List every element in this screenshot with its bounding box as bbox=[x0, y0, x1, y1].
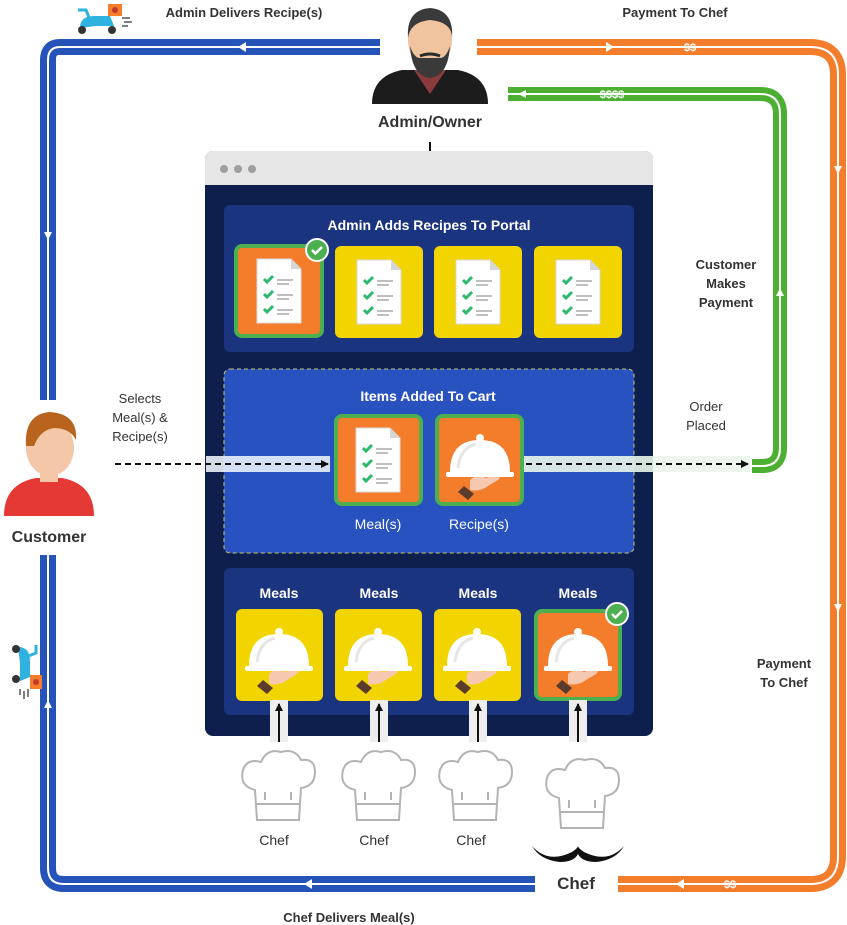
admin-label: Admin/Owner bbox=[378, 114, 482, 131]
svg-text:To Chef: To Chef bbox=[760, 675, 808, 690]
selects-label: Selects Meal(s) & Recipe(s) bbox=[112, 391, 168, 444]
cart-panel-title: Items Added To Cart bbox=[360, 388, 496, 404]
meals-title: Meals bbox=[459, 585, 498, 601]
mustache-icon bbox=[532, 846, 624, 862]
recipe-card[interactable] bbox=[335, 246, 423, 338]
meal-card[interactable] bbox=[236, 609, 323, 701]
cart-item-recipe[interactable] bbox=[435, 414, 524, 506]
payment-to-chef-top-label: Payment To Chef bbox=[622, 5, 728, 20]
recipe-card[interactable] bbox=[434, 246, 522, 338]
chef-label: Chef bbox=[456, 832, 486, 848]
svg-text:Selects: Selects bbox=[119, 391, 162, 406]
svg-text:Order: Order bbox=[689, 399, 723, 414]
svg-text:Customer: Customer bbox=[696, 257, 757, 272]
order-arrow bbox=[524, 456, 750, 472]
money-chef-top: $$ bbox=[684, 42, 696, 54]
cart-panel: Items Added To Cart Meal(s) Recipe(s) bbox=[223, 368, 635, 554]
meal-card[interactable] bbox=[534, 601, 630, 701]
green-order-line bbox=[508, 87, 787, 473]
chef-upload-arrows bbox=[270, 700, 587, 742]
order-placed-label: Order Placed bbox=[686, 399, 726, 433]
recipes-panel: Admin Adds Recipes To Portal bbox=[224, 205, 634, 352]
chef-main-label: Chef bbox=[557, 874, 595, 893]
chef-hat-icon bbox=[341, 750, 416, 821]
money-chef-bottom: $$ bbox=[724, 879, 736, 891]
svg-text:Payment: Payment bbox=[699, 295, 754, 310]
meals-title: Meals bbox=[360, 585, 399, 601]
chef-label: Chef bbox=[359, 832, 389, 848]
chef-hat-icon bbox=[545, 758, 620, 829]
recipe-card[interactable] bbox=[234, 237, 330, 338]
orange-payment-loop bbox=[477, 39, 846, 892]
meal-card[interactable] bbox=[335, 609, 422, 701]
svg-text:Makes: Makes bbox=[706, 276, 746, 291]
svg-text:Recipe(s): Recipe(s) bbox=[112, 429, 168, 444]
cart-item-meal[interactable] bbox=[334, 414, 423, 506]
scooter-icon bbox=[78, 4, 132, 34]
admin-avatar bbox=[372, 8, 488, 104]
blue-delivery-loop bbox=[40, 39, 535, 892]
meals-title: Meals bbox=[559, 585, 598, 601]
svg-text:Meal(s) &: Meal(s) & bbox=[112, 410, 168, 425]
meal-card[interactable] bbox=[434, 609, 521, 701]
recipe-card[interactable] bbox=[534, 246, 622, 338]
customer-payment-label: Customer Makes Payment bbox=[696, 257, 757, 310]
chef-label: Chef bbox=[259, 832, 289, 848]
selection-arrow bbox=[115, 456, 330, 472]
money-admin: $$$$ bbox=[600, 89, 624, 101]
chef-hat-icon bbox=[438, 750, 513, 821]
chef-delivers-label: Chef Delivers Meal(s) bbox=[283, 910, 415, 925]
svg-text:Placed: Placed bbox=[686, 418, 726, 433]
chef-hat-icon bbox=[241, 750, 316, 821]
admin-delivers-label: Admin Delivers Recipe(s) bbox=[166, 5, 323, 20]
svg-text:Payment: Payment bbox=[757, 656, 812, 671]
meals-panel: Meals Meals Meals Meals bbox=[224, 568, 634, 715]
cart-item-label: Recipe(s) bbox=[449, 516, 509, 532]
payment-to-chef-right-label: Payment To Chef bbox=[757, 656, 812, 690]
recipes-panel-title: Admin Adds Recipes To Portal bbox=[327, 217, 530, 233]
scooter-icon bbox=[12, 645, 42, 699]
cart-item-label: Meal(s) bbox=[355, 516, 402, 532]
customer-label: Customer bbox=[12, 529, 87, 546]
meals-title: Meals bbox=[260, 585, 299, 601]
customer-avatar bbox=[4, 412, 94, 516]
